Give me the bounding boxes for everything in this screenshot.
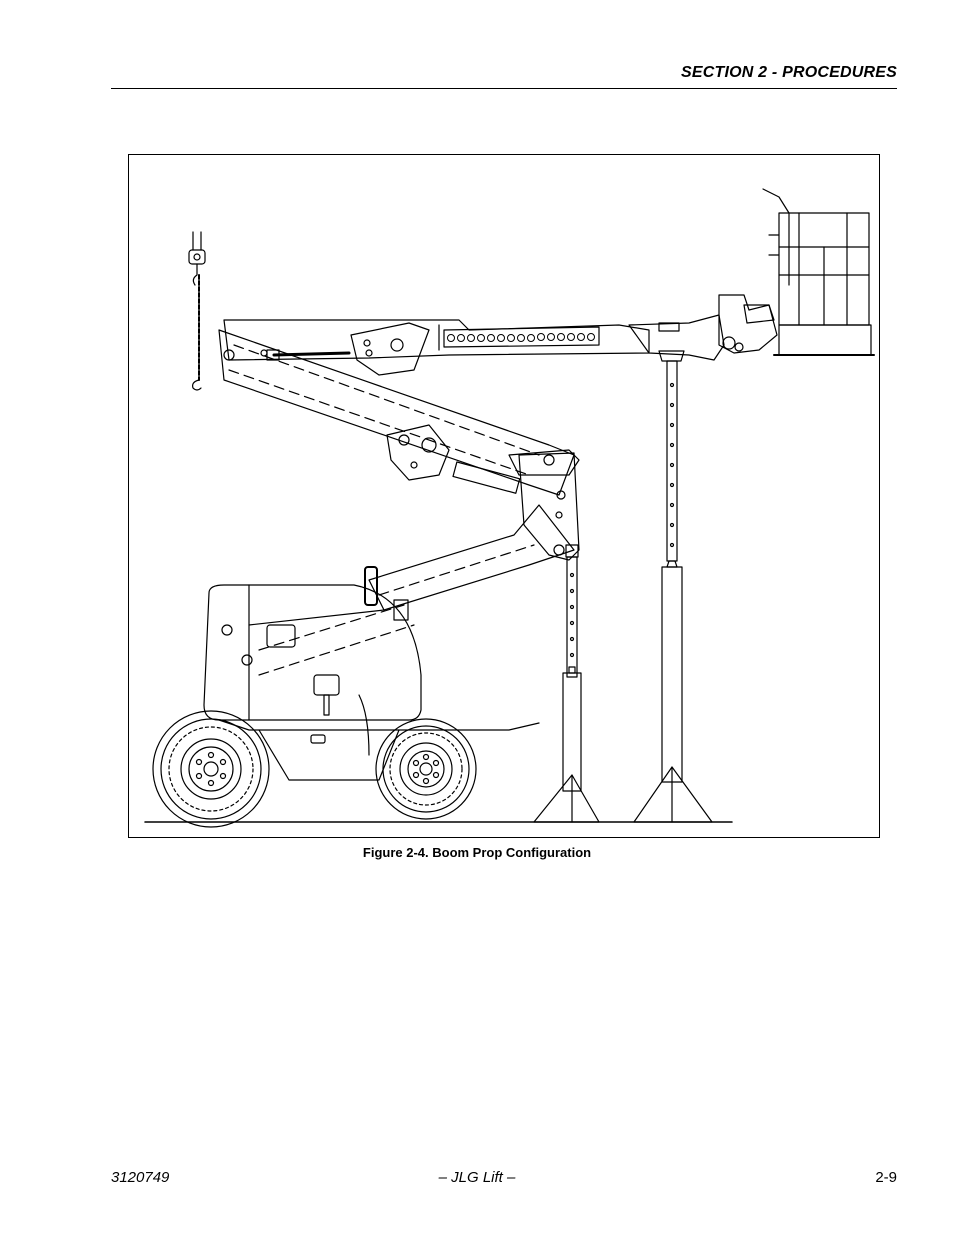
platform-basket [762,188,875,356]
riser-knuckle [368,452,580,611]
document-number: 3120749 [111,1169,170,1186]
telescopic-boom [223,319,650,376]
publisher-label: – JLG Lift – [438,1169,516,1186]
boom-prop-illustration [144,188,875,828]
chassis-body [203,566,540,781]
page-number: 2-9 [875,1169,897,1186]
jib-assembly [628,294,778,361]
figure-frame [128,154,880,838]
figure-caption: Figure 2-4. Boom Prop Configuration [362,845,592,860]
tall-boom-prop [633,350,713,823]
front-wheel [375,718,477,820]
short-boom-prop [533,544,600,823]
rear-wheel [152,710,270,828]
crane-hook-chain [188,231,206,391]
main-boom [218,329,580,496]
header-rule [111,88,897,89]
section-title: SECTION 2 - PROCEDURES [681,64,897,81]
